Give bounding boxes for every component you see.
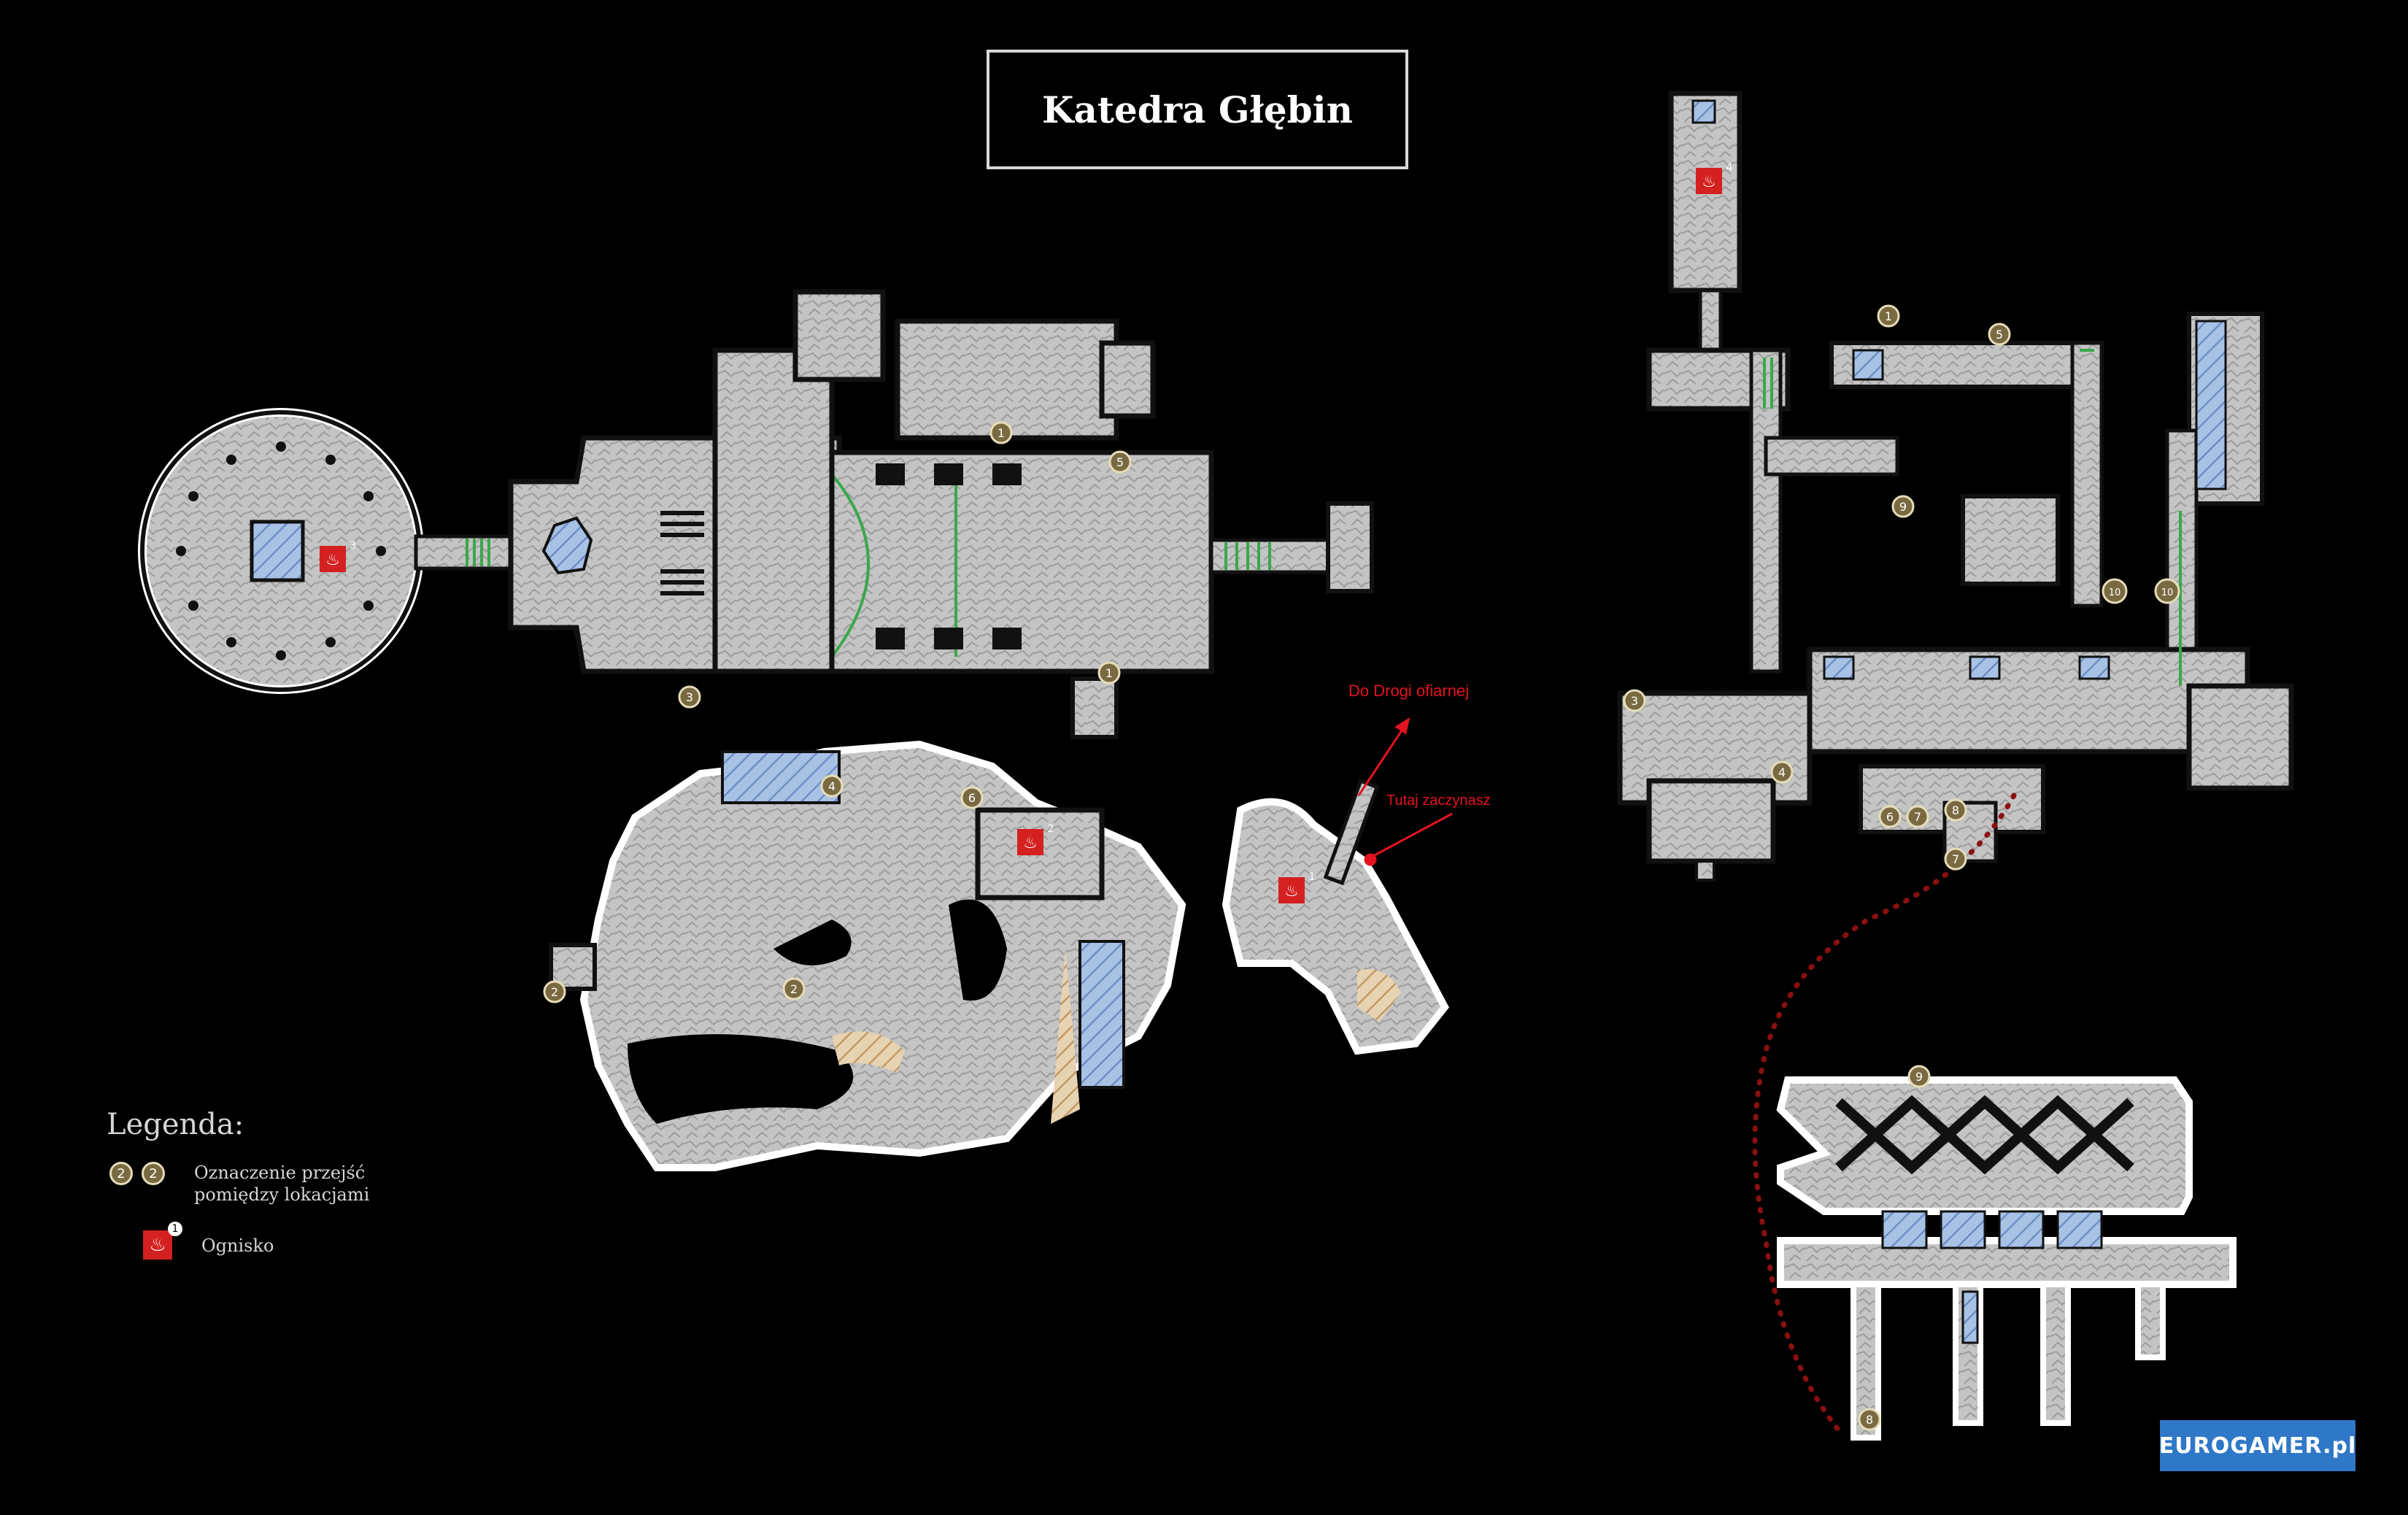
- legend-bonfire-icon: ♨1: [143, 1222, 182, 1260]
- upper-right-area: [1617, 90, 2294, 882]
- svg-text:3: 3: [686, 690, 693, 704]
- red-arrows: [1357, 717, 1453, 866]
- legend-transition-marker-b: 2: [142, 1162, 165, 1185]
- svg-text:3: 3: [1631, 694, 1638, 708]
- svg-text:5: 5: [1996, 328, 2003, 342]
- legend-bonfire-label: Ognisko: [201, 1235, 274, 1256]
- annotation-start-here: Tutaj zaczynasz: [1386, 793, 1491, 809]
- transition-markers: 1 5 3 1 4 6 2 2 1 5 9 10 10 3 4 6 7 8 7 …: [543, 304, 2180, 1431]
- route-path: [1752, 793, 2017, 1433]
- legend-heading: Legenda:: [107, 1108, 244, 1141]
- svg-text:1: 1: [1309, 871, 1316, 883]
- svg-text:♨: ♨: [1284, 882, 1299, 901]
- svg-text:2: 2: [1048, 823, 1054, 835]
- bonfire-markers: ♨ 3 ♨ 2 ♨ 1 ♨ 4: [320, 162, 1733, 903]
- svg-text:1: 1: [1885, 309, 1892, 323]
- lower-right-area: [1776, 1076, 2237, 1441]
- svg-text:10: 10: [2161, 587, 2174, 598]
- legend-bonfire-number: 1: [168, 1222, 182, 1236]
- svg-text:5: 5: [1116, 455, 1124, 469]
- svg-text:♨: ♨: [325, 551, 340, 569]
- annotation-to-sacrifice-road: Do Drogi ofiarnej: [1348, 682, 1470, 700]
- svg-text:7: 7: [1914, 810, 1921, 824]
- svg-text:2: 2: [790, 982, 798, 996]
- svg-text:1: 1: [997, 426, 1005, 440]
- legend-transition-marker-a: 2: [109, 1162, 133, 1185]
- svg-text:10: 10: [2109, 587, 2121, 598]
- svg-text:6: 6: [968, 791, 976, 805]
- svg-text:2: 2: [551, 985, 558, 999]
- round-hall-pool: [250, 520, 305, 582]
- svg-text:9: 9: [1915, 1070, 1923, 1084]
- eurogamer-logo-text: EUROGAMER.pl: [2158, 1433, 2357, 1459]
- map-title: Katedra Głębin: [1042, 88, 1353, 131]
- svg-text:6: 6: [1886, 810, 1894, 824]
- svg-text:3: 3: [350, 540, 357, 552]
- svg-text:8: 8: [1952, 803, 1959, 817]
- eurogamer-logo: EUROGAMER.pl: [2158, 1420, 2357, 1471]
- svg-text:8: 8: [1866, 1413, 1873, 1427]
- main-cathedral-area: [138, 289, 1449, 1171]
- svg-text:4: 4: [1726, 162, 1733, 174]
- legend-bonfire-row: ♨1 Ognisko: [143, 1222, 274, 1260]
- svg-text:7: 7: [1952, 852, 1959, 866]
- svg-text:♨: ♨: [1702, 173, 1716, 191]
- pews: [660, 511, 704, 595]
- round-hall-pillars: [176, 442, 386, 660]
- map-title-box: Katedra Głębin: [987, 50, 1408, 169]
- svg-text:1: 1: [1105, 666, 1113, 680]
- legend-transition-row: 2 2 Oznaczenie przejść pomiędzy lokacjam…: [109, 1162, 391, 1206]
- legend-transition-label: Oznaczenie przejść pomiędzy lokacjami: [194, 1163, 370, 1205]
- svg-text:4: 4: [828, 779, 836, 793]
- svg-text:9: 9: [1899, 500, 1907, 514]
- start-cave: [1222, 798, 1449, 1055]
- svg-text:4: 4: [1778, 766, 1786, 779]
- svg-text:♨: ♨: [1023, 834, 1038, 852]
